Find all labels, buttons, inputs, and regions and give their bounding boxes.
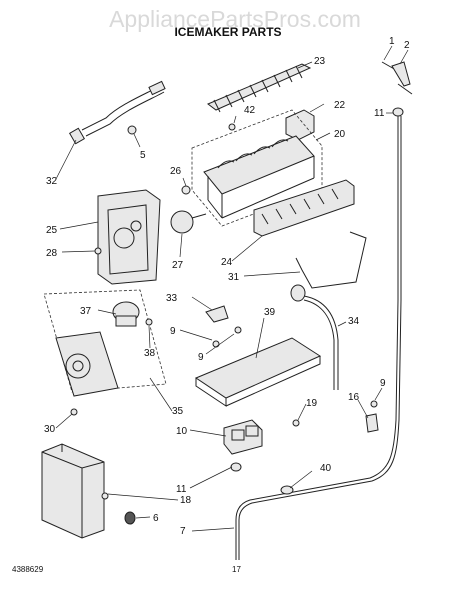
page-number: 17 [232, 565, 241, 574]
callout-10: 10 [176, 426, 188, 437]
callout-40: 40 [320, 463, 332, 474]
callout-9-right: 9 [380, 378, 386, 389]
callout-31: 31 [228, 272, 240, 283]
ejector-assembly [207, 63, 312, 113]
screw-part-42 [228, 123, 236, 131]
callout-11-top: 11 [374, 108, 385, 119]
screw-part-9b [212, 340, 220, 348]
screw-part-6 [124, 511, 136, 525]
callout-35: 35 [172, 406, 184, 417]
callout-19: 19 [306, 398, 318, 409]
leader-lines [55, 45, 409, 532]
part-26 [181, 185, 191, 195]
callout-28: 28 [46, 248, 58, 259]
clip-part-33 [205, 305, 229, 323]
callout-42: 42 [244, 105, 256, 116]
screw-part-30 [70, 408, 78, 416]
callout-16: 16 [348, 392, 360, 403]
module-35 [55, 331, 119, 397]
water-line-34 [290, 284, 339, 390]
screw-part-9c [370, 400, 378, 408]
screw-part-38 [145, 318, 153, 326]
screw-part-28 [94, 247, 102, 255]
screw-part-19 [292, 419, 300, 427]
callout-9-mid: 9 [198, 352, 204, 363]
callout-11-bottom: 11 [176, 484, 187, 495]
callout-22: 22 [334, 100, 346, 111]
clamp-part-16 [365, 413, 379, 433]
callout-6: 6 [153, 513, 159, 524]
ice-mold [191, 109, 323, 227]
document-number: 4388629 [12, 565, 44, 574]
callout-18: 18 [180, 495, 192, 506]
control-housing-25 [97, 189, 161, 285]
screw-part-9a [234, 326, 242, 334]
watermark: AppliancePartsPros.com [109, 6, 361, 32]
mounting-plate-39 [194, 337, 322, 407]
heater-part-24 [253, 179, 355, 237]
callout-1: 1 [389, 36, 395, 47]
callout-26: 26 [170, 166, 182, 177]
valve-cover-18 [41, 443, 105, 539]
screw-part-18 [101, 492, 109, 500]
callout-20: 20 [334, 129, 346, 140]
fill-tube [235, 107, 404, 560]
clip-part-5 [127, 125, 137, 135]
shutoff-arm-31 [295, 231, 367, 289]
callout-27: 27 [172, 260, 184, 271]
callout-5: 5 [140, 150, 146, 161]
motor-part-27 [170, 210, 207, 234]
callout-34: 34 [348, 316, 360, 327]
water-valve-10 [223, 419, 263, 455]
callout-23: 23 [314, 56, 326, 67]
grommet-part-11 [230, 462, 242, 472]
callout-30: 30 [44, 424, 56, 435]
wire-harness-32 [68, 80, 166, 145]
callout-2: 2 [404, 40, 410, 51]
callout-25: 25 [46, 225, 58, 236]
callout-39: 39 [264, 307, 276, 318]
fill-tube-clamp [381, 61, 413, 95]
thermostat-part-37 [112, 301, 140, 327]
callout-24: 24 [221, 257, 233, 268]
callout-32: 32 [46, 176, 58, 187]
callout-33: 33 [166, 293, 178, 304]
callout-9-left: 9 [170, 326, 176, 337]
diagram-title: ICEMAKER PARTS [174, 25, 281, 39]
callout-38: 38 [144, 348, 156, 359]
callout-37: 37 [80, 306, 92, 317]
cover-part-22 [285, 109, 315, 141]
callout-7: 7 [180, 526, 186, 537]
